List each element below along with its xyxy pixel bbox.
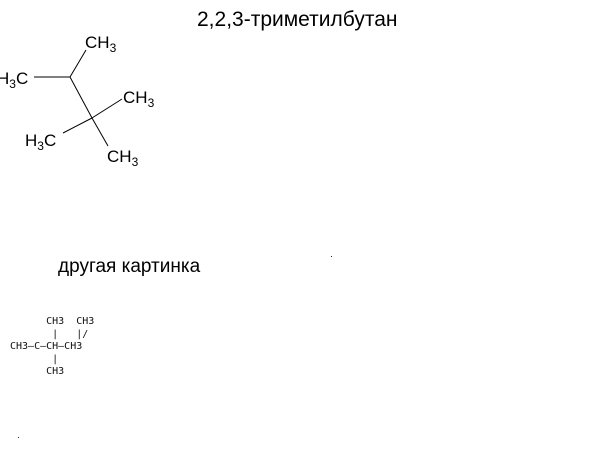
condensed-row-main-chain: CH3–C–CH–CH3: [10, 341, 83, 352]
condensed-row-lower-bond: |: [10, 353, 59, 365]
label-lower-left-h3c: H3C: [25, 131, 56, 153]
label-right-ch3: CH3: [123, 88, 155, 110]
label-left-h3c: H3C: [0, 69, 28, 91]
label-top-ch3: CH3: [85, 33, 117, 55]
condensed-row-bottom-methyl: CH3: [10, 366, 65, 377]
skeletal-structure-diagram: CH3 H3C CH3 H3C CH3: [0, 33, 155, 169]
alternate-picture-caption: другая картинка: [58, 256, 201, 277]
stray-dot: [331, 256, 332, 257]
condensed-row-upper-bonds: | |/: [10, 328, 89, 340]
bond-c2-c3: [69, 76, 93, 119]
condensed-structural-formula: CH3 CH3 | |/CH3–C–CH–CH3 | CH3: [10, 316, 94, 379]
bond-right-methyl: [91, 98, 123, 119]
bond-lines: [34, 49, 123, 147]
bond-bottom-methyl: [91, 117, 109, 147]
condensed-row-top-methyls: CH3 CH3: [10, 316, 95, 327]
label-bottom-ch3: CH3: [107, 147, 139, 169]
bond-lower-left-methyl: [62, 117, 93, 134]
bond-top-methyl: [69, 49, 87, 78]
compound-name-title: 2,2,3-триметилбутан: [197, 8, 398, 31]
stray-dot: [18, 437, 19, 438]
